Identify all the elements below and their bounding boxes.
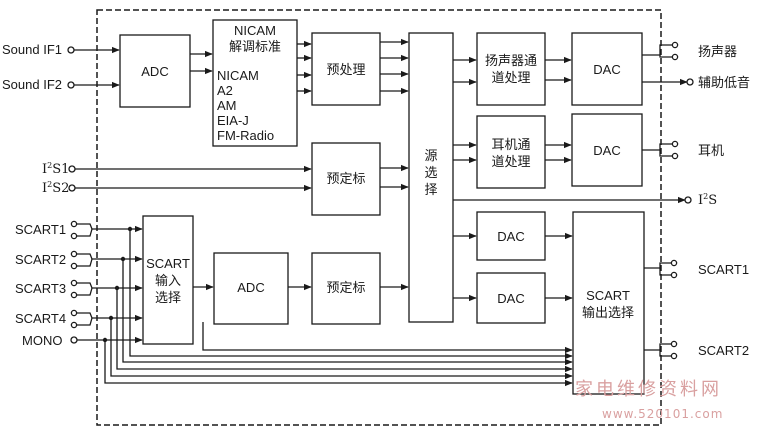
scart1-in-terminal-a [70, 220, 78, 228]
scart2-in-label: SCART2 [15, 252, 66, 267]
i2s1-terminal [68, 165, 76, 173]
scart1-out-label: SCART1 [698, 262, 749, 277]
subwoofer-out-label: 辅助低音 [698, 75, 750, 90]
scart-output-select-block [572, 211, 645, 395]
preprocess-block [311, 32, 381, 106]
speaker-terminal-a [671, 41, 679, 49]
i2s2-terminal [68, 184, 76, 192]
speaker-channel-line1: 扬声器通 [485, 53, 537, 68]
chip-boundary [96, 9, 662, 426]
speaker-out-label: 扬声器 [698, 44, 737, 59]
prescale-block-1 [311, 142, 381, 216]
watermark-title: 家电维修资料网 [575, 379, 722, 400]
headphone-channel-line2: 道处理 [491, 154, 530, 169]
dac-label-1: DAC [593, 62, 620, 77]
scart-input-select-block [142, 215, 194, 345]
sound-if1-label: Sound IF1 [2, 42, 62, 57]
nicam-demod-block [212, 19, 298, 147]
nicam-std-4: EIA-J [217, 113, 249, 128]
sound-if2-label: Sound IF2 [2, 77, 62, 92]
scart2-in-terminal-b [70, 262, 78, 270]
mono-label: MONO [22, 333, 62, 348]
headphone-channel-block [476, 115, 546, 189]
sound-if2-terminal [67, 81, 75, 89]
scart2-out-label: SCART2 [698, 343, 749, 358]
dac-label-3: DAC [497, 229, 524, 244]
adc-top-label: ADC [141, 64, 168, 79]
speaker-channel-line2: 道处理 [491, 70, 530, 85]
scart2-out-terminal-a [670, 340, 678, 348]
scart-output-line1: SCART [586, 288, 630, 303]
nicam-std-1: NICAM [217, 68, 259, 83]
nicam-std-2: A2 [217, 83, 233, 98]
i2s-out-label: I2S [698, 192, 717, 208]
scart-input-line3: 选择 [155, 290, 181, 305]
scart3-in-terminal-a [70, 279, 78, 287]
prescale-block-2 [311, 252, 381, 325]
headphone-out-label: 耳机 [698, 143, 724, 158]
dac-label-4: DAC [497, 291, 524, 306]
scart2-in-terminal-a [70, 250, 78, 258]
scart4-in-terminal-a [70, 309, 78, 317]
source-select-char-2: 选 [424, 165, 437, 180]
scart1-out-terminal-b [670, 271, 678, 279]
scart1-in-label: SCART1 [15, 222, 66, 237]
scart-output-line2: 输出选择 [582, 305, 634, 320]
source-select-char-1: 源 [424, 148, 437, 163]
scart1-out-terminal-a [670, 259, 678, 267]
i2s1-label: I2S1 [42, 161, 69, 177]
nicam-std-3: AM [217, 98, 237, 113]
speaker-terminal-b [671, 53, 679, 61]
speaker-channel-block [476, 32, 546, 106]
prescale-label-2: 预定标 [326, 280, 365, 295]
headphone-terminal-a [671, 140, 679, 148]
i2s-out-terminal [684, 196, 692, 204]
source-select-char-3: 择 [424, 182, 437, 197]
source-select-block [408, 32, 454, 323]
prescale-label-1: 预定标 [326, 171, 365, 186]
headphone-channel-line1: 耳机通 [491, 137, 530, 152]
dac-block-1 [571, 32, 643, 106]
scart1-in-terminal-b [70, 232, 78, 240]
adc-bottom-label: ADC [237, 280, 264, 295]
scart4-in-terminal-b [70, 321, 78, 329]
watermark-url: www.520101.com [602, 407, 723, 421]
nicam-title-line1: NICAM [234, 23, 276, 38]
mono-terminal [70, 336, 78, 344]
nicam-title-line2: 解调标准 [229, 39, 281, 54]
scart3-in-label: SCART3 [15, 281, 66, 296]
scart-input-line1: SCART [146, 256, 190, 271]
adc-bottom-block [213, 252, 289, 325]
scart-input-line2: 输入 [155, 273, 181, 288]
preprocess-label: 预处理 [326, 62, 365, 77]
scart3-in-terminal-b [70, 291, 78, 299]
nicam-std-5: FM-Radio [217, 128, 274, 143]
i2s2-label: I2S2 [42, 180, 69, 196]
subwoofer-terminal [686, 78, 694, 86]
headphone-terminal-b [671, 152, 679, 160]
scart2-out-terminal-b [670, 352, 678, 360]
dac-label-2: DAC [593, 143, 620, 158]
scart4-in-label: SCART4 [15, 311, 66, 326]
sound-if1-terminal [67, 46, 75, 54]
